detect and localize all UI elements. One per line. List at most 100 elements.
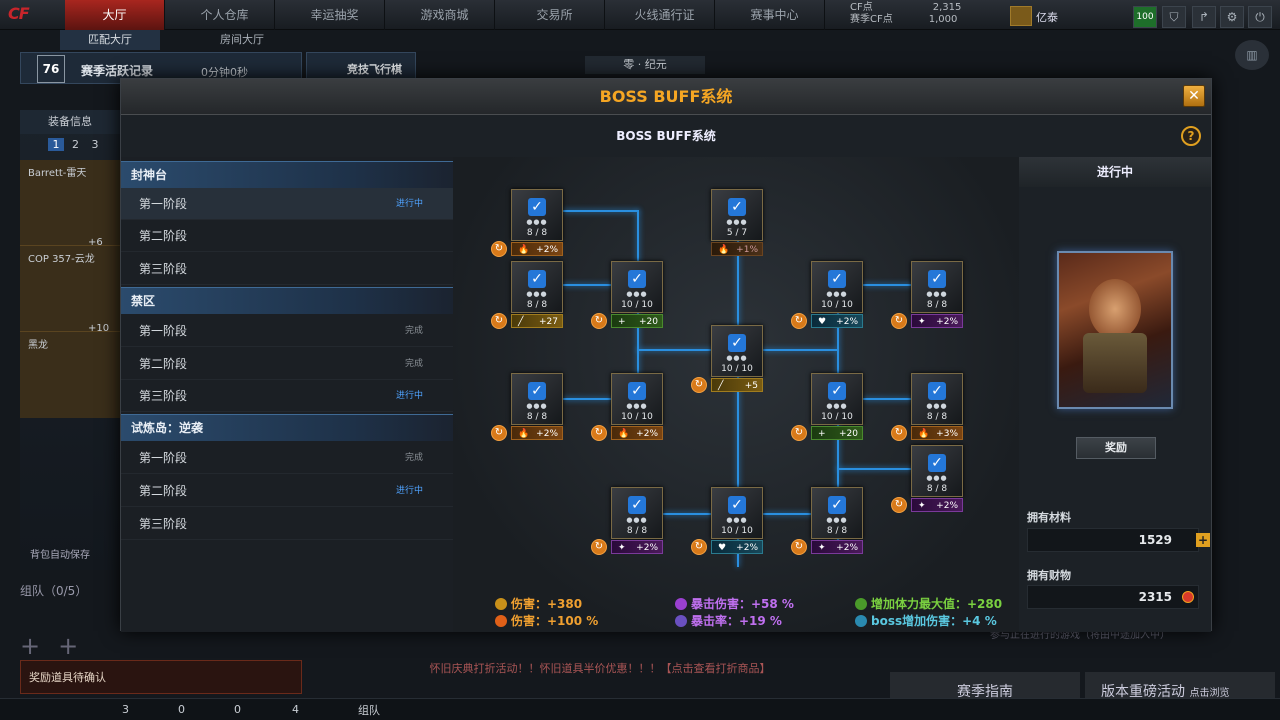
wealth-box: 2315 — [1027, 585, 1199, 609]
equip-page-3[interactable]: 3 — [91, 138, 99, 151]
season-level: 76 — [37, 55, 65, 83]
buff-node[interactable]: ✓●●●10 / 10 — [811, 373, 863, 425]
refresh-icon[interactable]: ↻ — [891, 497, 907, 513]
check-icon: ✓ — [728, 334, 746, 352]
refresh-icon[interactable]: ↻ — [791, 425, 807, 441]
stage-item[interactable]: 第三阶段 — [121, 253, 453, 285]
weapon-bonus: +10 — [88, 323, 110, 334]
auto-save-toggle[interactable]: 背包自动保存 — [30, 546, 90, 561]
share-icon[interactable]: ↱ — [1192, 6, 1216, 28]
version-event-label: 版本重磅活动 — [1101, 684, 1185, 700]
check-icon: ✓ — [528, 198, 546, 216]
tab-room-lobby[interactable]: 房间大厅 — [220, 33, 264, 46]
stage-item[interactable]: 第一阶段完成 — [121, 442, 453, 474]
refresh-icon[interactable]: ↻ — [691, 539, 707, 555]
stage-item[interactable]: 第二阶段进行中 — [121, 475, 453, 507]
nav-tab-lucky-draw[interactable]: 幸运抽奖 — [285, 0, 385, 30]
buff-node[interactable]: ✓●●●8 / 8 — [511, 373, 563, 425]
node-count: 10 / 10 — [621, 300, 653, 310]
node-bonus: 🔥+3% — [911, 426, 963, 440]
stage-item[interactable]: 第三阶段 — [121, 508, 453, 540]
nav-tab-shop[interactable]: 游戏商城 — [395, 0, 495, 30]
reward-confirm-banner[interactable]: 奖励道具待确认 — [20, 660, 302, 694]
node-bonus: ++20 — [611, 314, 663, 328]
node-bonus: ✦+2% — [811, 540, 863, 554]
refresh-icon[interactable]: ↻ — [691, 377, 707, 393]
buff-node[interactable]: ✓●●●10 / 10 — [611, 261, 663, 313]
weapon-slot[interactable]: COP 357-云龙+10 — [20, 246, 120, 334]
check-icon: ✓ — [528, 270, 546, 288]
refresh-icon[interactable]: ↻ — [891, 425, 907, 441]
buff-node[interactable]: ✓●●●10 / 10 — [711, 487, 763, 539]
equip-page-2[interactable]: 2 — [72, 138, 79, 151]
reward-button[interactable]: 奖励 — [1076, 437, 1156, 459]
refresh-icon[interactable]: ↻ — [791, 539, 807, 555]
nav-tab-warehouse[interactable]: 个人仓库 — [175, 0, 275, 30]
node-count: 8 / 8 — [926, 484, 948, 494]
buff-node[interactable]: ✓●●●8 / 8 — [611, 487, 663, 539]
reward-panel: 进行中 奖励 拥有材料 1529 + 拥有财物 2315 — [1019, 157, 1211, 632]
team-slots[interactable]: ++ — [20, 632, 97, 660]
nav-tab-lobby[interactable]: 大厅 — [65, 0, 165, 30]
buff-node[interactable]: ✓●●●10 / 10 — [711, 325, 763, 377]
group-header: 禁区 — [121, 287, 453, 314]
refresh-icon[interactable]: ↻ — [491, 425, 507, 441]
buff-node[interactable]: ✓●●●8 / 8 — [511, 261, 563, 313]
refresh-icon[interactable]: ↻ — [591, 313, 607, 329]
nav-tab-exchange[interactable]: 交易所 — [505, 0, 605, 30]
help-icon[interactable]: ? — [1181, 126, 1201, 146]
buff-node[interactable]: ✓●●●8 / 8 — [911, 373, 963, 425]
stage-item[interactable]: 第二阶段完成 — [121, 348, 453, 380]
power-icon[interactable]: ⏻ — [1248, 6, 1272, 28]
bonus-icon: ✦ — [818, 543, 826, 553]
refresh-icon[interactable]: ↻ — [491, 241, 507, 257]
refresh-icon[interactable]: ↻ — [591, 539, 607, 555]
stars-icon: ●●● — [826, 516, 848, 524]
marquee-text[interactable]: 怀旧庆典打折活动！！怀旧道具半价优惠！！！【点击查看打折商品】 — [429, 662, 771, 675]
bonus-icon: ♥ — [818, 317, 827, 327]
nav-tab-events[interactable]: 赛事中心 — [725, 0, 825, 30]
buff-node[interactable]: ✓●●●8 / 8 — [911, 445, 963, 497]
tree-link — [837, 468, 913, 470]
buff-node[interactable]: ✓●●●8 / 8 — [911, 261, 963, 313]
coin-icon — [1182, 591, 1194, 603]
stage-item[interactable]: 第一阶段完成 — [121, 315, 453, 347]
stats-icon[interactable]: ▥ — [1235, 40, 1269, 70]
buff-node[interactable]: ✓●●●10 / 10 — [611, 373, 663, 425]
nav-tab-battle-pass[interactable]: 火线通行证 — [615, 0, 715, 30]
add-material-button[interactable]: + — [1196, 533, 1210, 547]
stage-status: 完成 — [404, 359, 423, 369]
node-count: 8 / 8 — [826, 526, 848, 536]
close-button[interactable]: ✕ — [1183, 85, 1205, 107]
check-icon: ✓ — [628, 496, 646, 514]
refresh-icon[interactable]: ↻ — [791, 313, 807, 329]
gear-icon[interactable]: ⚙ — [1220, 6, 1244, 28]
check-icon: ✓ — [728, 496, 746, 514]
buff-node[interactable]: ✓●●●5 / 7 — [711, 189, 763, 241]
shield-icon[interactable]: ⛉ — [1162, 6, 1186, 28]
weapon-slot[interactable]: 黑龙 — [20, 332, 120, 418]
chat-tab-team[interactable]: 组队 — [358, 704, 380, 717]
refresh-icon[interactable]: ↻ — [891, 313, 907, 329]
bonus-icon: ♥ — [718, 543, 727, 553]
buff-node[interactable]: ✓●●●8 / 8 — [511, 189, 563, 241]
stat-max-hp: 增加体力最大值：+280 — [855, 595, 1002, 612]
avatar[interactable] — [1010, 6, 1032, 26]
refresh-icon[interactable]: ↻ — [591, 425, 607, 441]
stage-item[interactable]: 第三阶段进行中 — [121, 380, 453, 412]
wealth-label: 拥有财物 — [1027, 569, 1071, 582]
stat-crit-rate-label: 暴击率：+19 % — [691, 614, 782, 628]
buff-node[interactable]: ✓●●●8 / 8 — [811, 487, 863, 539]
stage-item[interactable]: 第二阶段 — [121, 220, 453, 252]
tab-match-lobby[interactable]: 匹配大厅 — [60, 30, 160, 50]
check-icon: ✓ — [628, 270, 646, 288]
buff-node[interactable]: ✓●●●10 / 10 — [811, 261, 863, 313]
weapon-slot[interactable]: Barrett-雷天+6 — [20, 160, 120, 248]
bonus-icon: 🔥 — [718, 245, 730, 255]
stars-icon: ●●● — [926, 290, 948, 298]
refresh-icon[interactable]: ↻ — [491, 313, 507, 329]
stage-item[interactable]: 第一阶段进行中 — [121, 188, 453, 220]
node-count: 5 / 7 — [726, 228, 748, 238]
stars-icon: ●●● — [526, 290, 548, 298]
equip-page-1[interactable]: 1 — [48, 138, 64, 151]
